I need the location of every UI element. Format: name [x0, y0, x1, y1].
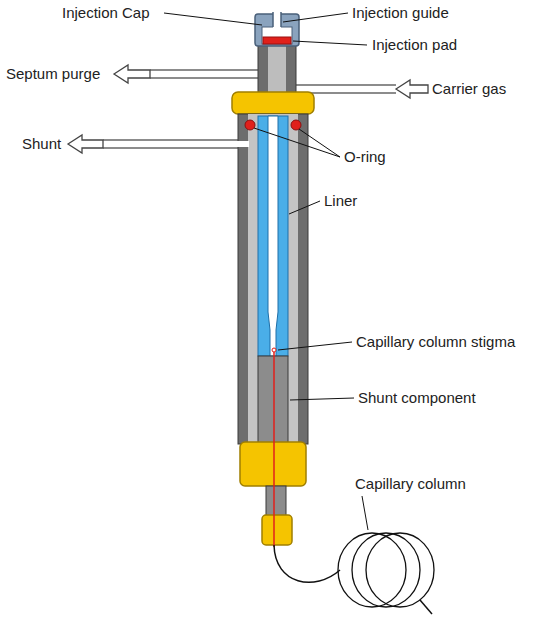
o-ring — [291, 120, 301, 130]
injection-pad — [263, 37, 291, 44]
part-label: Injection guide — [352, 4, 449, 22]
leader-line — [164, 13, 262, 25]
injector-neck-bore — [268, 44, 286, 94]
cap-cavity — [262, 27, 292, 44]
liner — [258, 116, 288, 356]
part-label: Shunt component — [358, 389, 476, 407]
flow-arrow — [68, 135, 103, 153]
leader-line — [254, 128, 340, 157]
flow-arrow — [396, 80, 428, 98]
column-nut — [240, 442, 306, 486]
part-label: O-ring — [344, 148, 386, 166]
carrier-gas-line — [296, 84, 396, 86]
flow-arrow — [114, 65, 150, 83]
leader-line — [362, 496, 368, 530]
column-coil — [338, 533, 434, 607]
part-label: Capillary column — [355, 475, 466, 493]
small-nut — [262, 515, 292, 545]
leader-line — [283, 13, 348, 22]
leader-line — [299, 129, 340, 157]
injection-guide-slot — [273, 12, 281, 28]
injector-body — [238, 114, 308, 444]
injection-guide — [273, 12, 281, 27]
o-ring — [245, 120, 255, 130]
injector-neck — [258, 44, 296, 94]
coil-loop — [338, 533, 406, 607]
part-label: Injection Cap — [62, 4, 150, 22]
capillary-column-tail — [420, 600, 432, 614]
leader-line — [289, 201, 320, 214]
septum-purge-line — [150, 77, 258, 79]
shunt-port — [237, 141, 249, 147]
leader-line — [290, 398, 354, 400]
liner-bore — [268, 116, 278, 356]
part-label: Septum purge — [6, 65, 100, 83]
leader-line — [278, 342, 352, 350]
capillary-in-injector — [273, 348, 275, 547]
injector-cavity — [248, 114, 298, 444]
capillary-column-stigma — [272, 348, 276, 352]
part-label: Liner — [324, 192, 357, 210]
leader-line — [293, 41, 367, 45]
capillary-column — [274, 545, 340, 582]
ferrule-neck — [266, 486, 286, 516]
part-label: Carrier gas — [432, 80, 506, 98]
top-nut — [232, 92, 314, 114]
coil-loop — [352, 533, 420, 607]
coil-loop — [366, 533, 434, 607]
part-label: Capillary column stigma — [356, 333, 515, 351]
part-label: Injection pad — [372, 36, 457, 54]
leader-lines — [164, 13, 368, 530]
shunt-line — [103, 147, 240, 149]
septum-purge-line — [150, 69, 258, 71]
shunt-line — [103, 139, 240, 141]
part-label: Shunt — [22, 135, 61, 153]
shunt-component — [258, 356, 288, 444]
